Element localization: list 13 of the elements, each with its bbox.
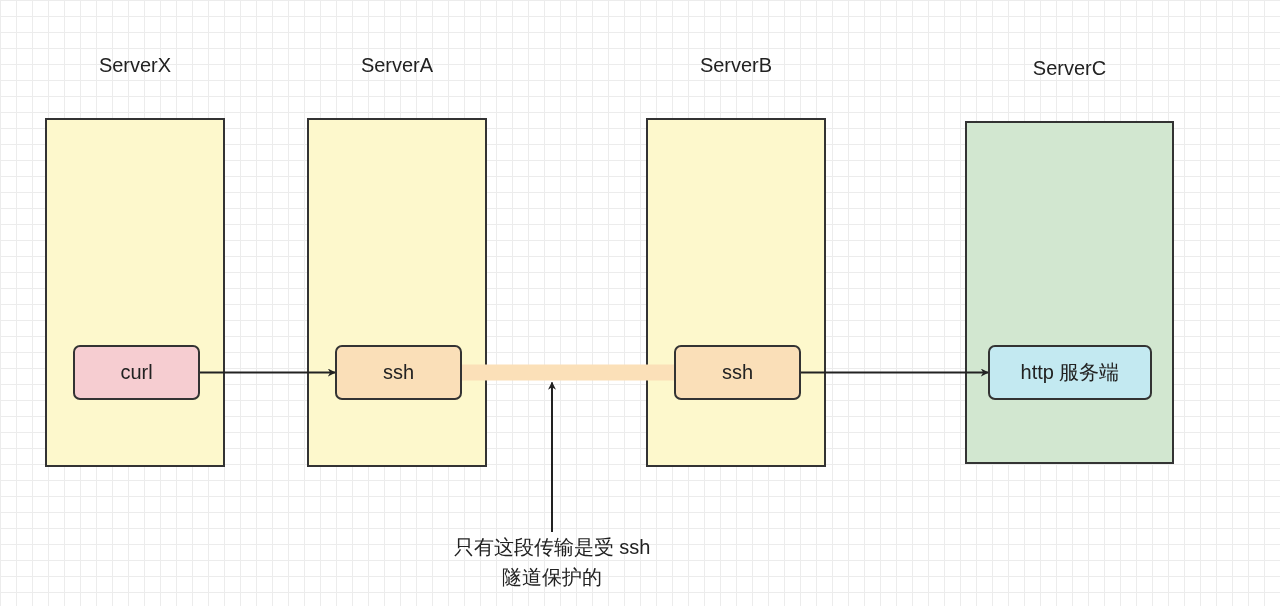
tunnel-band bbox=[462, 364, 674, 381]
note-text: 只有这段传输是受 ssh隧道保护的 bbox=[445, 532, 659, 594]
pointer-arrow bbox=[548, 381, 556, 533]
process-box: http 服务端 bbox=[988, 345, 1152, 400]
server-title: ServerC bbox=[1031, 57, 1108, 80]
process-box: ssh bbox=[335, 345, 462, 400]
arrow bbox=[800, 368, 989, 377]
arrow bbox=[199, 368, 336, 377]
process-box: curl bbox=[73, 345, 200, 400]
process-box: ssh bbox=[674, 345, 801, 400]
server-title: ServerX bbox=[97, 54, 173, 77]
server-title: ServerA bbox=[359, 54, 435, 77]
server-title: ServerB bbox=[698, 54, 774, 77]
